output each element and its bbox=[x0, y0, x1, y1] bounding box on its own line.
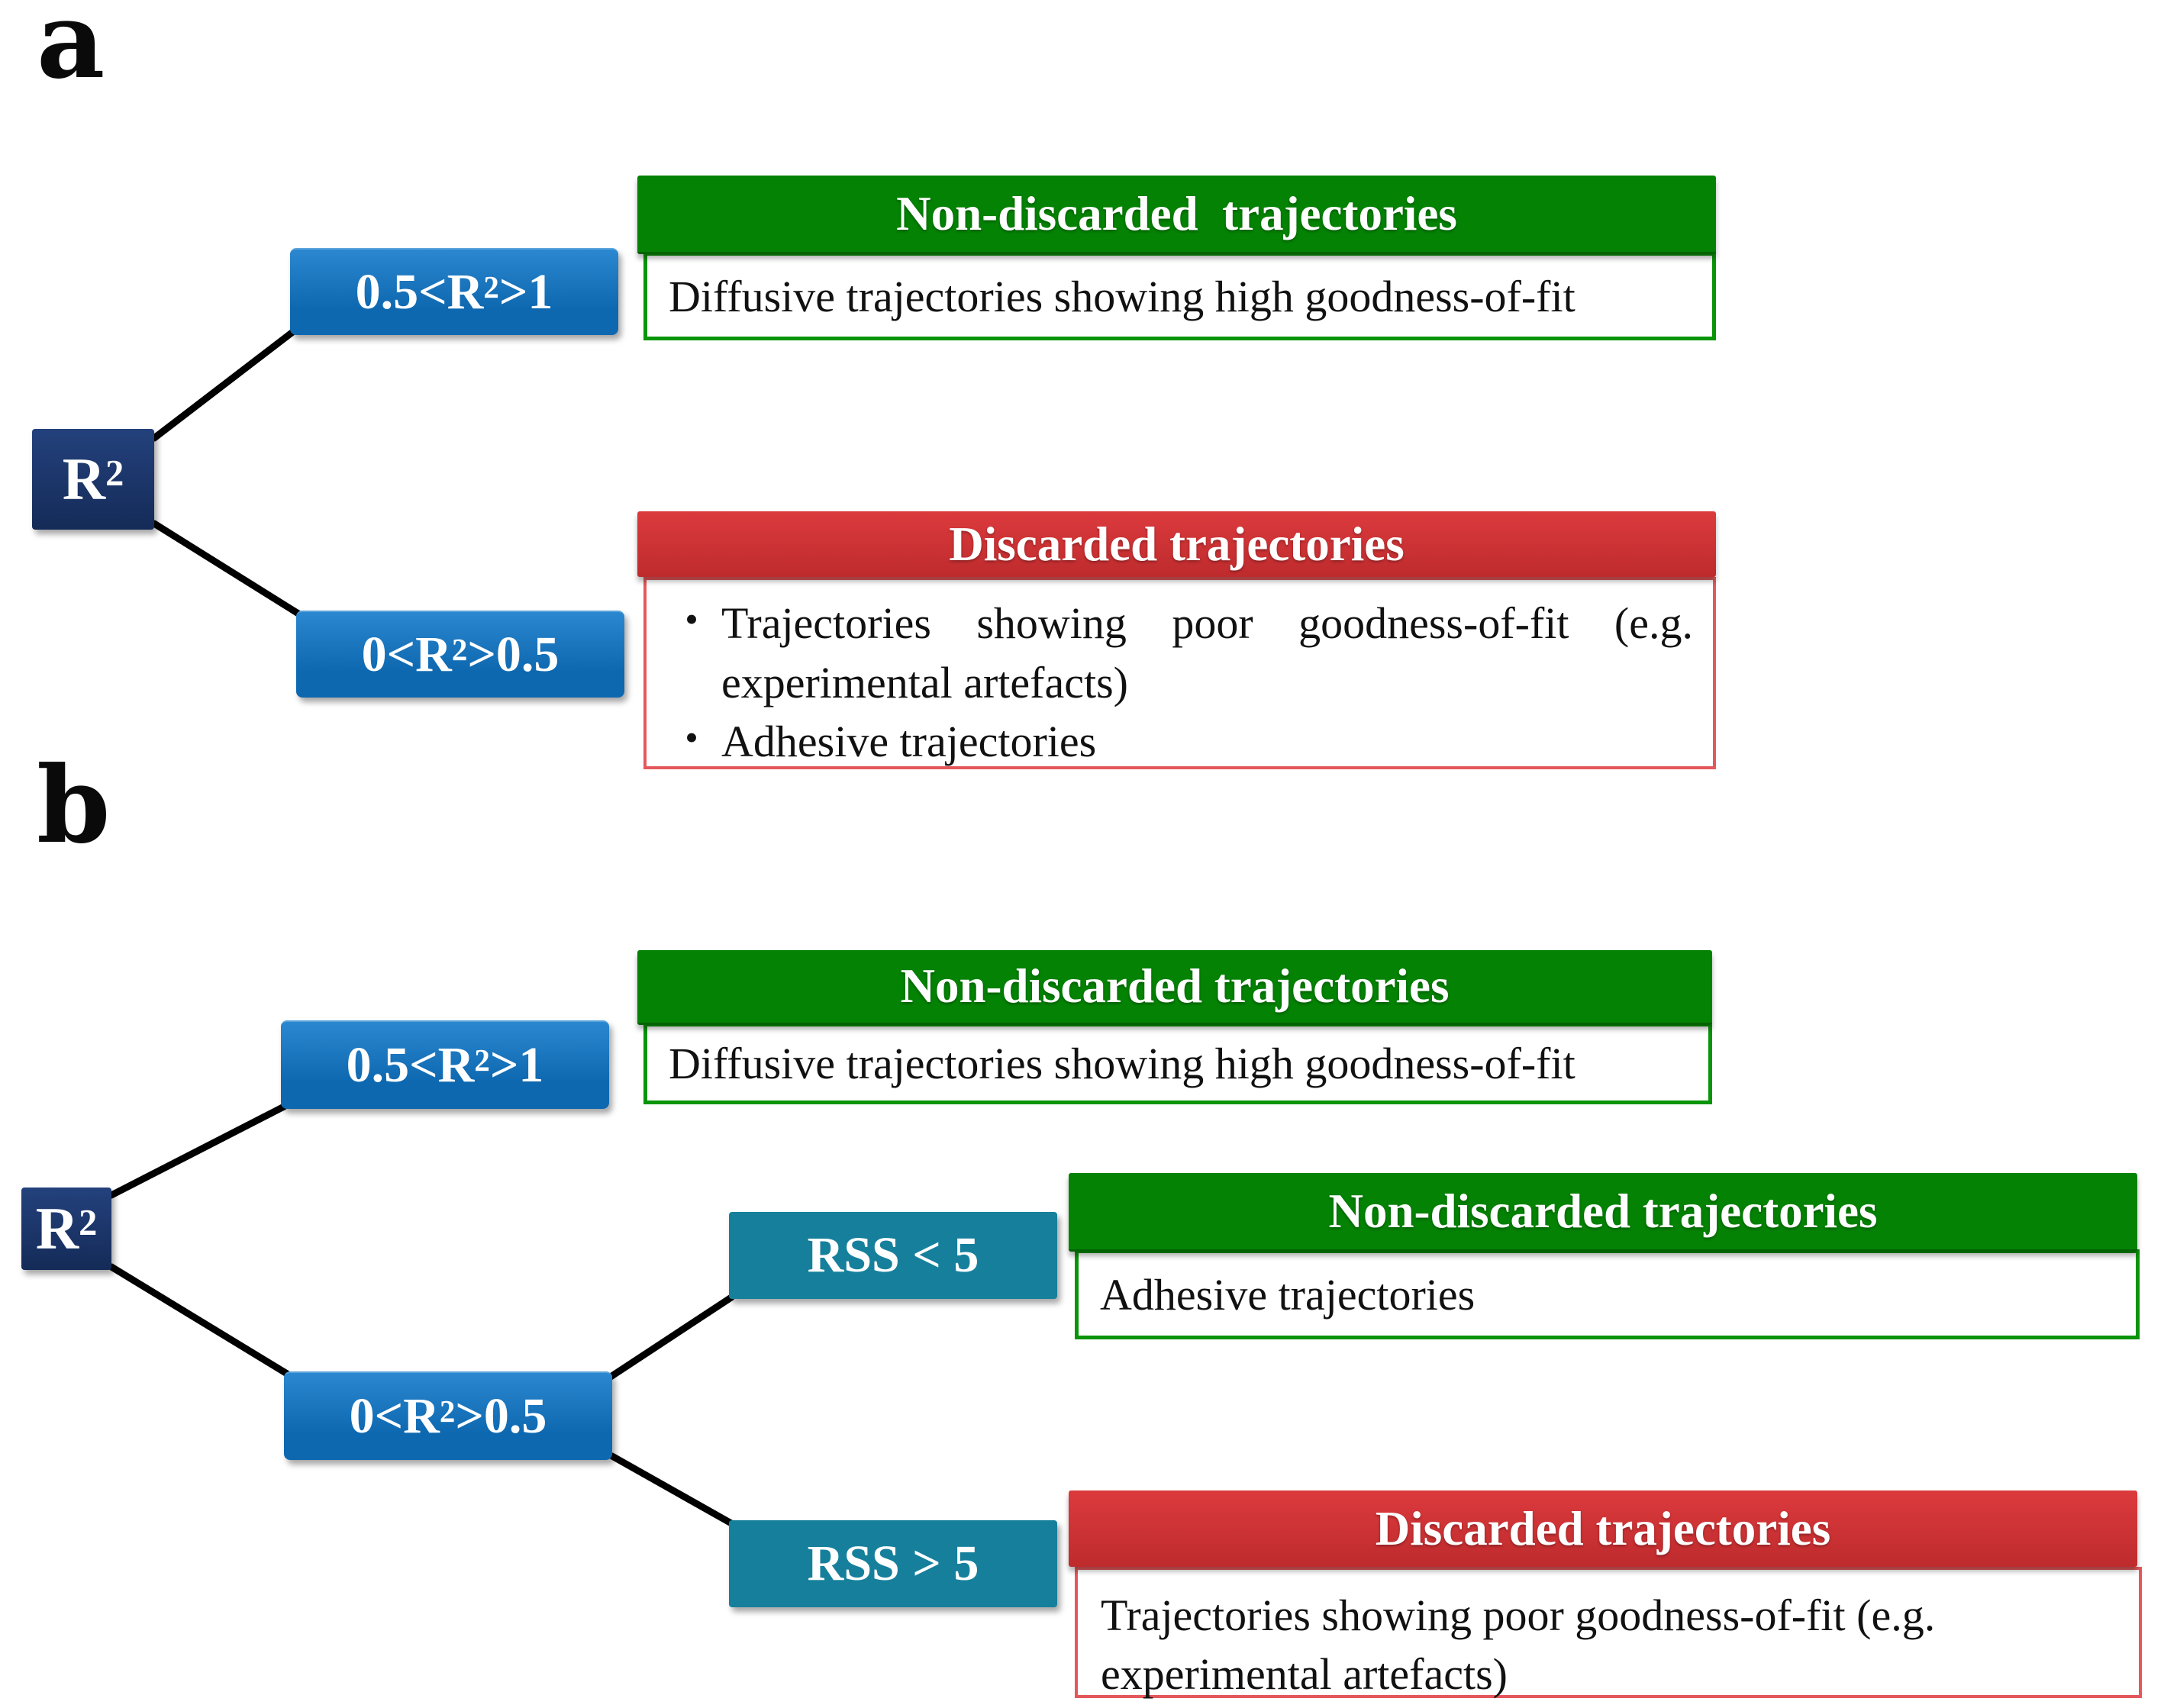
panel-a-nondiscarded-text: Diffusive trajectories showing high good… bbox=[669, 271, 1576, 321]
panel-b-nondiscarded1-title: Non-discarded trajectories bbox=[900, 959, 1450, 1013]
panel-a-nondiscarded-title: Non-discarded trajectories bbox=[896, 186, 1457, 240]
panel-b-condition-rss-high: RSS > 5 bbox=[729, 1520, 1057, 1607]
list-item: • Adhesive trajectories bbox=[662, 712, 1693, 772]
panel-b-condition-rss-low: RSS < 5 bbox=[729, 1212, 1057, 1299]
panel-a-label: a bbox=[37, 0, 105, 102]
connector-b-lower bbox=[108, 1263, 291, 1378]
panel-b-discarded-title: Discarded trajectories bbox=[1375, 1501, 1831, 1555]
rss-high-text: RSS > 5 bbox=[807, 1536, 979, 1591]
condition-text: 0.5<R bbox=[355, 264, 484, 320]
panel-a-discarded-body: • Trajectories showing poor goodness-of-… bbox=[643, 577, 1716, 769]
panel-a-nondiscarded-body: Diffusive trajectories showing high good… bbox=[643, 252, 1716, 340]
panel-b-nondiscarded2-text: Adhesive trajectories bbox=[1100, 1269, 1476, 1320]
condition-text: 0<R bbox=[349, 1388, 440, 1444]
bullet-icon: • bbox=[685, 716, 698, 759]
panel-b-nondiscarded2-body: Adhesive trajectories bbox=[1075, 1249, 2140, 1339]
panel-b-nondiscarded2-header: Non-discarded trajectories bbox=[1069, 1173, 2137, 1252]
panel-b-nondiscarded2-title: Non-discarded trajectories bbox=[1328, 1184, 1878, 1238]
connector-a-lower bbox=[150, 520, 305, 619]
connector-b-upper bbox=[108, 1103, 288, 1199]
panel-b-nondiscarded1-body: Diffusive trajectories showing high good… bbox=[643, 1023, 1712, 1104]
condition-text: 0.5<R bbox=[346, 1037, 475, 1093]
panel-a-discarded-item-2: Adhesive trajectories bbox=[721, 717, 1097, 767]
panel-b-root-text: R bbox=[35, 1195, 79, 1262]
panel-a-root-text: R bbox=[62, 446, 106, 512]
panel-b-label: b bbox=[37, 743, 111, 867]
condition-text: 0<R bbox=[361, 627, 452, 682]
panel-b-discarded-header: Discarded trajectories bbox=[1069, 1490, 2137, 1567]
panel-a-nondiscarded-header: Non-discarded trajectories bbox=[637, 176, 1716, 254]
panel-b-discarded-body: Trajectories showing poor goodness-of-fi… bbox=[1075, 1567, 2142, 1699]
panel-a-discarded-title: Discarded trajectories bbox=[949, 517, 1405, 571]
connector-a-upper bbox=[150, 324, 302, 442]
connector-b-rss-upper bbox=[607, 1294, 735, 1381]
panel-b-nondiscarded1-header: Non-discarded trajectories bbox=[637, 950, 1712, 1025]
panel-b-discarded-text: Trajectories showing poor goodness-of-fi… bbox=[1101, 1590, 1936, 1699]
rss-low-text: RSS < 5 bbox=[807, 1227, 979, 1283]
condition-text-post: >0.5 bbox=[467, 627, 560, 682]
connector-b-rss-lower bbox=[608, 1452, 735, 1527]
condition-text-post: >0.5 bbox=[455, 1388, 547, 1444]
condition-text-post: >1 bbox=[489, 1037, 544, 1093]
panel-b-nondiscarded1-text: Diffusive trajectories showing high good… bbox=[669, 1039, 1576, 1088]
list-item: • Trajectories showing poor goodness-of-… bbox=[662, 594, 1693, 712]
bullet-icon: • bbox=[685, 598, 698, 640]
condition-text-post: >1 bbox=[498, 264, 553, 320]
panel-a-discarded-item-1: Trajectories showing poor goodness-of-fi… bbox=[721, 598, 1693, 707]
panel-a-discarded-header: Discarded trajectories bbox=[637, 511, 1716, 577]
